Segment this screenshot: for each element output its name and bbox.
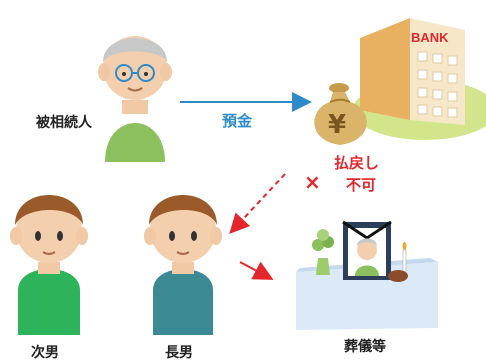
refund-dashed-arrow <box>229 173 286 234</box>
yen-symbol: ¥ <box>328 110 346 140</box>
refund-label-line2: 不可 <box>346 176 377 194</box>
deceased-figure <box>98 36 172 162</box>
second-son-figure <box>10 195 88 335</box>
funeral-label: 葬儀等 <box>344 339 386 355</box>
refund-label-line1: 払戻し <box>334 154 380 172</box>
bank-building: BANK <box>353 18 486 140</box>
money-bag-icon: ¥ <box>314 83 367 145</box>
eldest-son-label: 長男 <box>165 345 193 361</box>
deposit-label: 預金 <box>222 112 253 130</box>
funeral-altar <box>296 220 438 330</box>
funeral-payment-arrow <box>239 261 274 280</box>
deceased-label: 被相続人 <box>36 115 92 131</box>
second-son-label: 次男 <box>31 345 59 361</box>
eldest-son-figure <box>144 195 222 335</box>
bank-sign: BANK <box>411 30 449 45</box>
cross-mark: × <box>304 170 321 194</box>
